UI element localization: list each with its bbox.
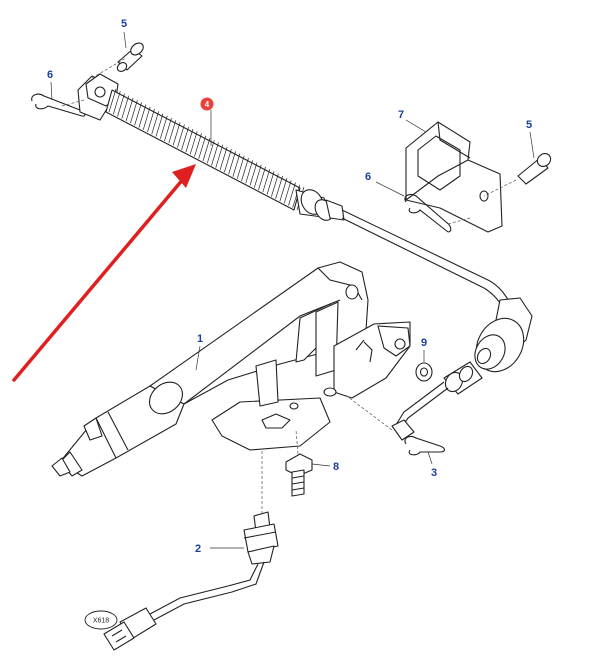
- callout-5-top: 5: [121, 18, 127, 30]
- highlight-badge: 4: [200, 97, 214, 111]
- pointer-arrow: [12, 164, 196, 382]
- cable-end-fitting: [343, 361, 483, 441]
- connector-tag-label: X618: [93, 618, 109, 625]
- callout-6-right: 6: [365, 171, 371, 183]
- lever-grip: [51, 381, 185, 477]
- clevis-pin-top: [116, 42, 144, 72]
- mounting-bracket: [405, 121, 503, 233]
- mounting-bolt: [285, 429, 313, 497]
- callout-9: 9: [421, 337, 427, 349]
- brake-cable: [341, 209, 533, 373]
- tension-spring: [105, 88, 305, 211]
- split-pin-top: [31, 93, 86, 117]
- base-plate: [211, 359, 331, 451]
- split-pin-lower: [404, 435, 446, 456]
- callout-5-right: 5: [526, 119, 532, 131]
- callout-6-left: 6: [47, 69, 53, 81]
- brake-switch: [149, 450, 279, 621]
- callout-numbers: 5 6 7 5 6 1 9 8 3 2: [47, 18, 532, 555]
- callout-2: 2: [195, 543, 201, 555]
- callout-1: 1: [197, 333, 203, 345]
- split-pin-right: [404, 193, 471, 233]
- clevis-pin-right: [483, 153, 552, 197]
- wiring-connector: [103, 607, 157, 651]
- callout-3: 3: [431, 467, 437, 479]
- leader-lines: [50, 31, 535, 549]
- cable-adjuster: [295, 189, 345, 221]
- callout-7: 7: [398, 109, 404, 121]
- badge-number: 4: [205, 100, 210, 109]
- connector-tag: X618: [84, 610, 118, 630]
- washer: [415, 362, 433, 382]
- cable-bracket: [323, 321, 411, 399]
- callout-8: 8: [333, 461, 339, 473]
